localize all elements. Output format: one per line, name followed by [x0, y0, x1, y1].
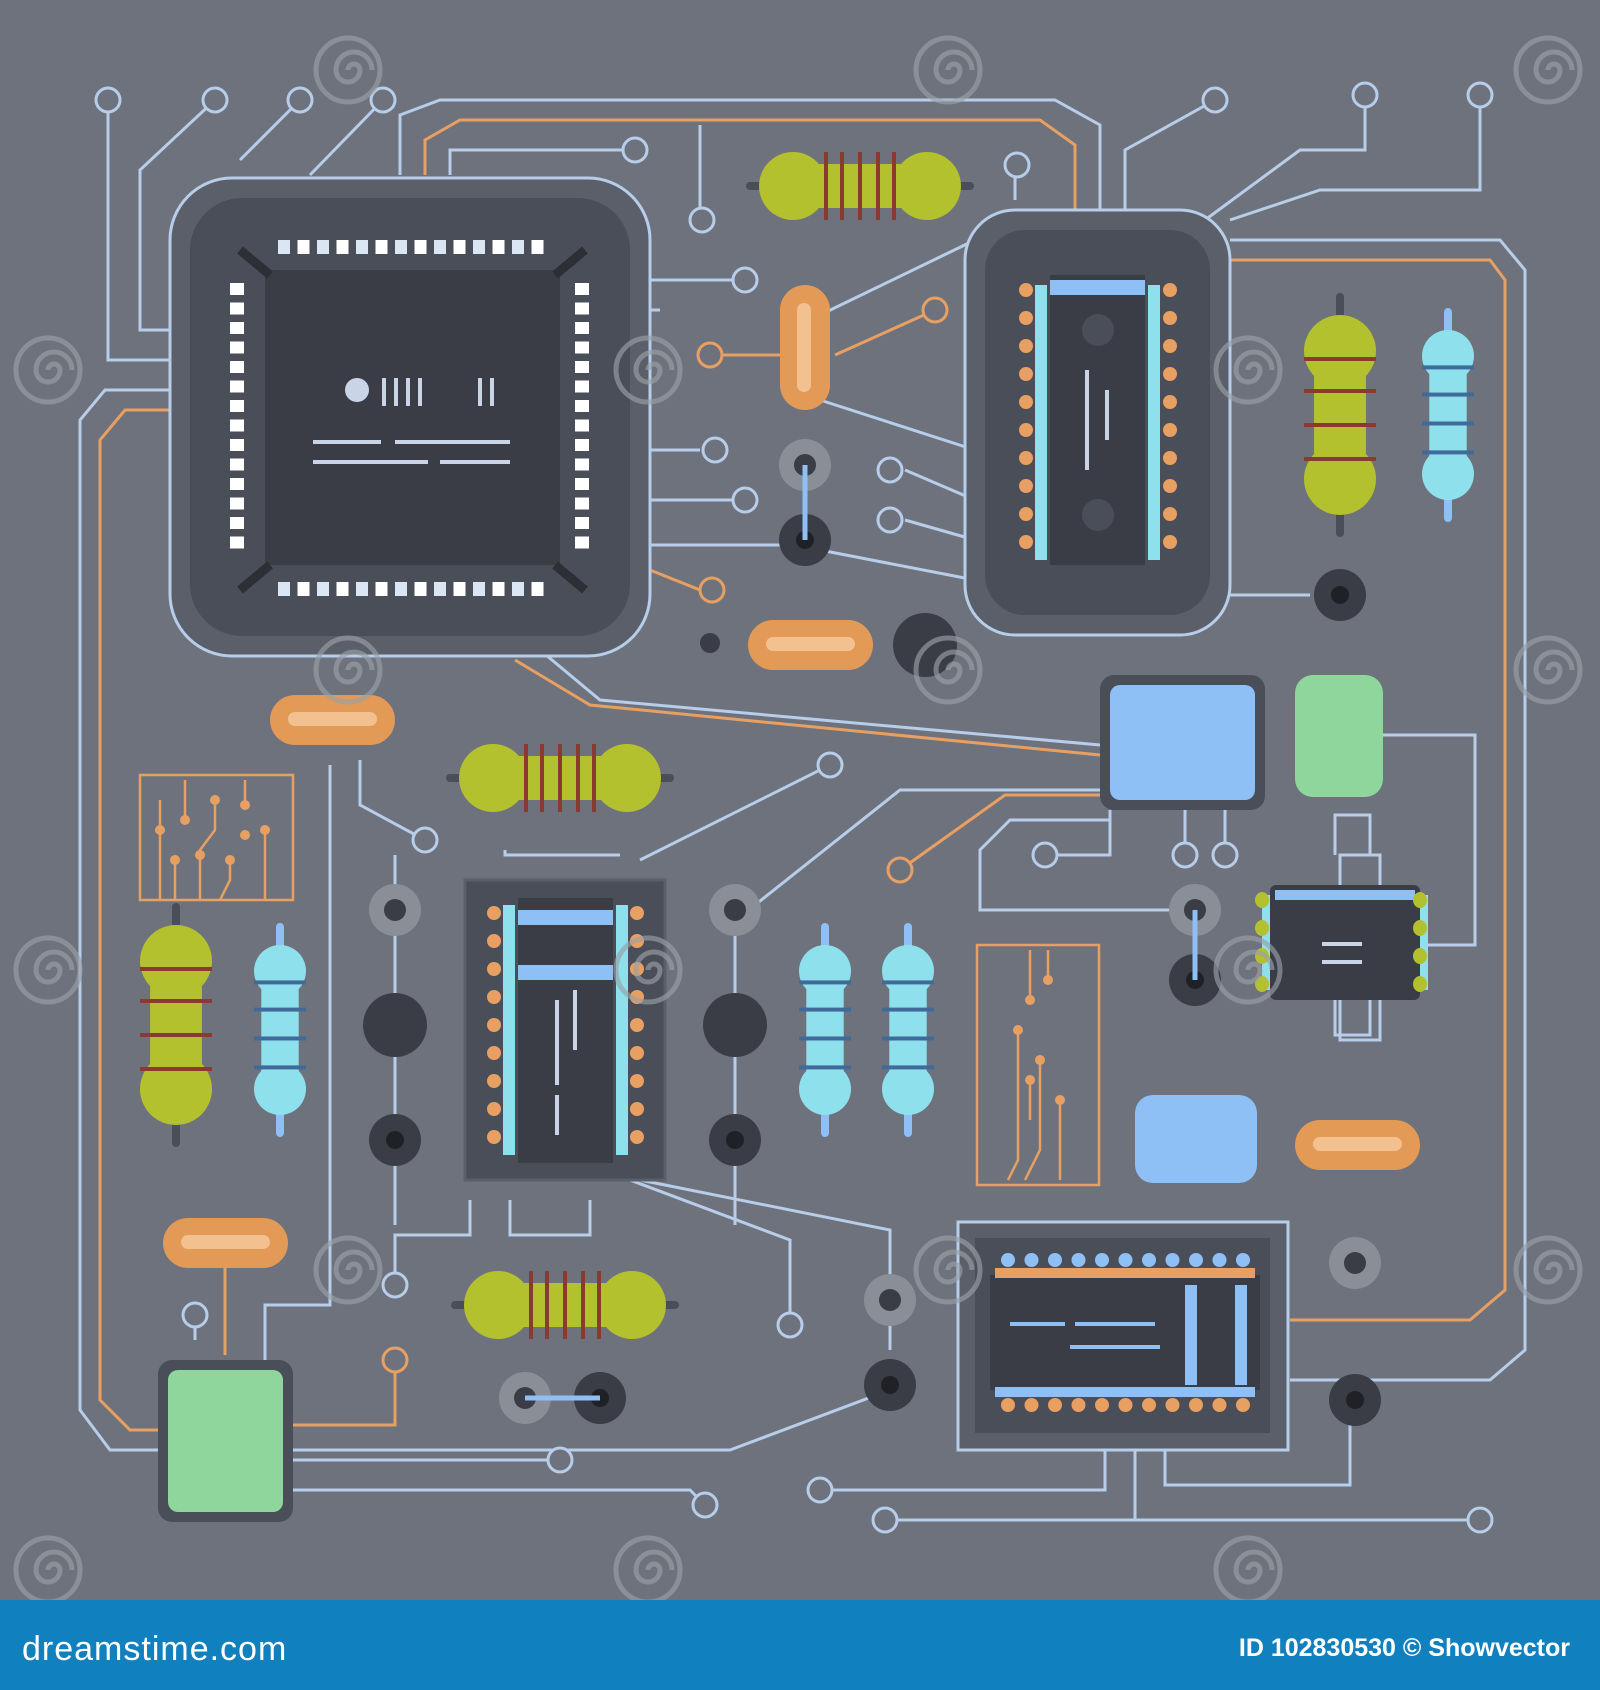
capacitors: [163, 285, 1420, 1268]
circuit-board-svg: [0, 0, 1600, 1600]
dip-chip-horizontal: [956, 1220, 1290, 1452]
pad-blue-small: [1135, 1095, 1257, 1183]
footer-author[interactable]: © Showvector: [1402, 1634, 1570, 1662]
footer-site-logo[interactable]: dreamstime.com: [22, 1630, 288, 1668]
circuit-traces-light: [78, 95, 1527, 1522]
footer-bar: dreamstime.com ID 102830530 © Showvector: [0, 1600, 1600, 1690]
footer-id-label: ID 102830530: [1238, 1634, 1396, 1662]
pad-blue-large: [1100, 675, 1265, 810]
circuit-board-illustration: [0, 0, 1600, 1600]
small-chip: [1255, 853, 1428, 1042]
footer-image-id: ID 102830530 © Showvector: [1239, 1634, 1570, 1663]
cpu-chip: [168, 176, 652, 658]
trace-terminals-orange: [381, 296, 949, 1374]
resistors: [140, 152, 1474, 1339]
dip-chip-vertical-right: [963, 208, 1232, 637]
pad-green-bottom: [158, 1360, 293, 1522]
circuit-panel-left: [138, 773, 295, 902]
trace-terminals: [94, 81, 1494, 1534]
dip-chip-vertical-center: [463, 878, 667, 1182]
circuit-panel-right: [975, 943, 1101, 1187]
pad-green-right: [1295, 675, 1383, 797]
